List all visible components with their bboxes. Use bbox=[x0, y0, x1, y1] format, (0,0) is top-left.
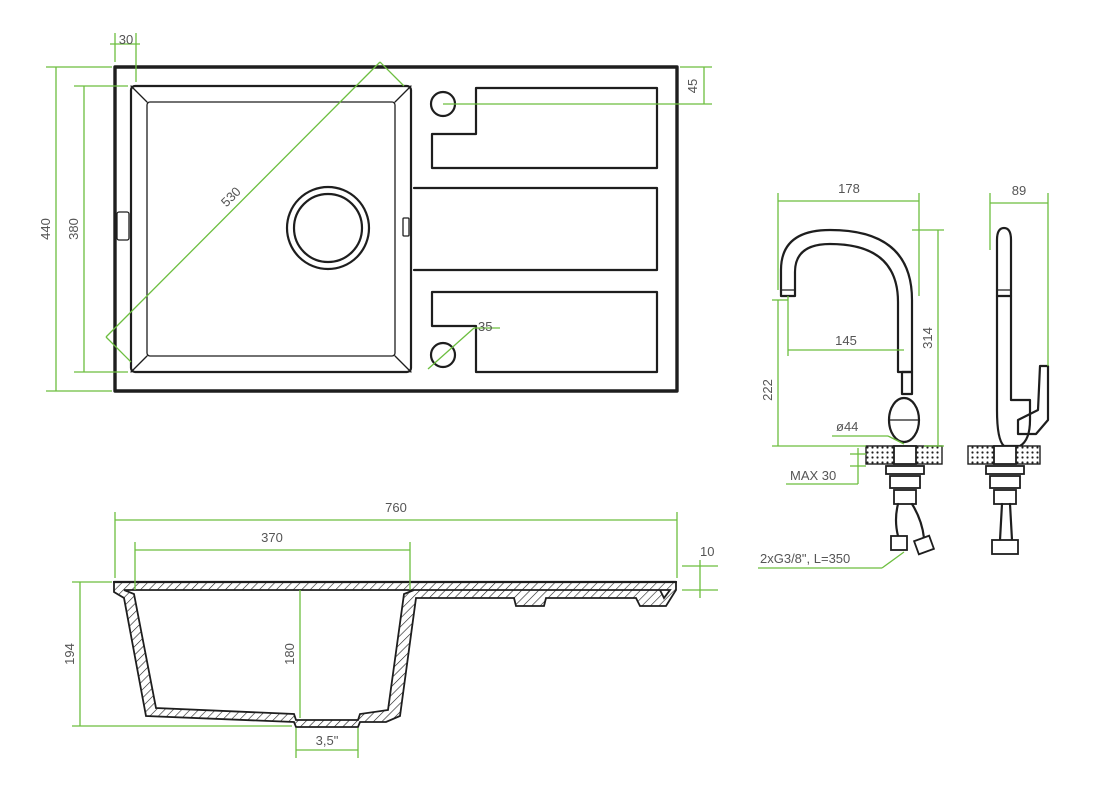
faucet-handle bbox=[900, 370, 914, 396]
dim-base-diameter: ø44 bbox=[836, 419, 858, 434]
bowl-corner-line bbox=[394, 85, 412, 103]
side-supply-hose bbox=[998, 502, 1014, 542]
dim-rim-height: 10 bbox=[700, 544, 714, 559]
dim-overall-depth: 440 bbox=[38, 218, 53, 240]
overflow-slot-left bbox=[116, 211, 130, 241]
faucet-spout bbox=[779, 228, 914, 374]
bowl-corner-line bbox=[130, 355, 148, 373]
dim-drain-size: 3,5" bbox=[316, 733, 339, 748]
bowl-outer-edge bbox=[129, 84, 413, 374]
dim-side-depth: 89 bbox=[1012, 183, 1026, 198]
faucet-side-dimensions: 89 bbox=[989, 183, 1049, 366]
dim-diagonal: 530 bbox=[218, 184, 244, 210]
drain-outer-ring bbox=[285, 185, 371, 271]
sink-top-view bbox=[113, 65, 679, 393]
dim-max-countertop: MAX 30 bbox=[790, 468, 836, 483]
side-threaded-rod bbox=[993, 489, 1017, 505]
dim-overall-length: 760 bbox=[385, 500, 407, 515]
side-mounting-plate bbox=[985, 465, 1025, 475]
drainer-groove-middle bbox=[412, 186, 659, 272]
sink-section-profile bbox=[113, 581, 677, 728]
overflow-slot-right bbox=[402, 217, 410, 237]
faucet-side-body bbox=[995, 294, 1032, 448]
dim-tap-hole-diameter: 35 bbox=[478, 319, 492, 334]
threaded-rod bbox=[893, 489, 917, 505]
dim-spout-inner-reach: 145 bbox=[835, 333, 857, 348]
drain-inner-ring bbox=[292, 192, 364, 264]
dim-tap-hole-offset: 45 bbox=[685, 79, 700, 93]
faucet-shank bbox=[893, 445, 917, 465]
dim-spout-reach: 178 bbox=[838, 181, 860, 196]
bowl-corner-line bbox=[394, 355, 412, 373]
side-shank bbox=[993, 445, 1017, 465]
supply-hose-left bbox=[894, 502, 900, 538]
drainer-groove-top bbox=[430, 86, 659, 170]
dim-total-height: 314 bbox=[920, 327, 935, 349]
side-hose-nut bbox=[991, 539, 1019, 555]
dim-overall-height: 194 bbox=[62, 643, 77, 665]
hose-nut-right bbox=[912, 534, 936, 556]
hose-spec-label: 2xG3/8", L=350 bbox=[760, 551, 850, 566]
side-mounting-nut bbox=[989, 475, 1021, 489]
sink-section-view bbox=[112, 580, 678, 728]
mounting-nut bbox=[889, 475, 921, 489]
bowl-inner-edge bbox=[146, 101, 396, 357]
dim-rim-width: 30 bbox=[119, 32, 133, 47]
drainer-groove-bottom bbox=[430, 290, 659, 374]
sink-outer-rim bbox=[113, 65, 679, 393]
dim-bowl-length: 370 bbox=[261, 530, 283, 545]
dim-bowl-height: 180 bbox=[282, 643, 297, 665]
faucet-front-view bbox=[779, 228, 943, 556]
faucet-side-lever bbox=[1016, 364, 1050, 436]
section-view-dimensions: 760 370 10 194 180 3,5" bbox=[62, 500, 718, 758]
faucet-side-spout bbox=[995, 226, 1013, 298]
dim-spout-height: 222 bbox=[760, 379, 775, 401]
faucet-front-dimensions: 178 145 314 222 ø44 MAX 30 2xG3/8", L=35… bbox=[758, 181, 944, 569]
tap-hole-bottom bbox=[429, 341, 457, 369]
hose-nut-left bbox=[890, 535, 908, 551]
bowl-corner-line bbox=[130, 85, 148, 103]
dim-bowl-depth: 380 bbox=[66, 218, 81, 240]
mounting-plate bbox=[885, 465, 925, 475]
faucet-side-view bbox=[967, 226, 1050, 555]
supply-hose-right bbox=[910, 502, 926, 540]
